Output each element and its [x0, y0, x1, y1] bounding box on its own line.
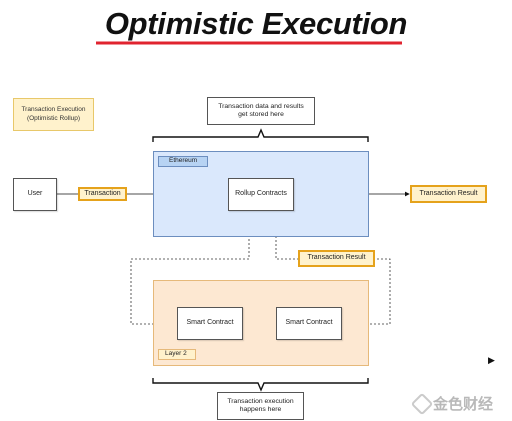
- ethereum-tag: Ethereum: [158, 156, 208, 167]
- watermark: 金色财经: [410, 392, 494, 415]
- layer2-tag: Layer 2: [158, 349, 196, 360]
- page-title: Optimistic Execution: [104, 6, 408, 41]
- smart-contract-node-1: Smart Contract: [177, 307, 243, 340]
- arrow-rollup-to-smart-contract: [130, 211, 250, 327]
- note-storage: Transaction data and results get stored …: [207, 97, 315, 125]
- rollup-contracts-node: Rollup Contracts: [228, 178, 294, 211]
- bottom-brace: [152, 378, 369, 392]
- transaction-result-output: Transaction Result: [410, 185, 487, 203]
- legend-box: Transaction Execution (Optimistic Rollup…: [13, 98, 94, 131]
- watermark-logo-icon: [410, 392, 434, 415]
- top-brace: [152, 128, 369, 142]
- mouse-cursor-icon: ▶: [488, 355, 495, 365]
- transaction-label: Transaction: [78, 187, 127, 201]
- transaction-result-return: Transaction Result: [298, 250, 375, 267]
- note-execution: Transaction execution happens here: [217, 392, 304, 420]
- watermark-text: 金色财经: [433, 396, 494, 413]
- smart-contract-node-2: Smart Contract: [276, 307, 342, 340]
- arrow-result-to-rollup: [273, 212, 391, 325]
- user-node: User: [13, 178, 57, 211]
